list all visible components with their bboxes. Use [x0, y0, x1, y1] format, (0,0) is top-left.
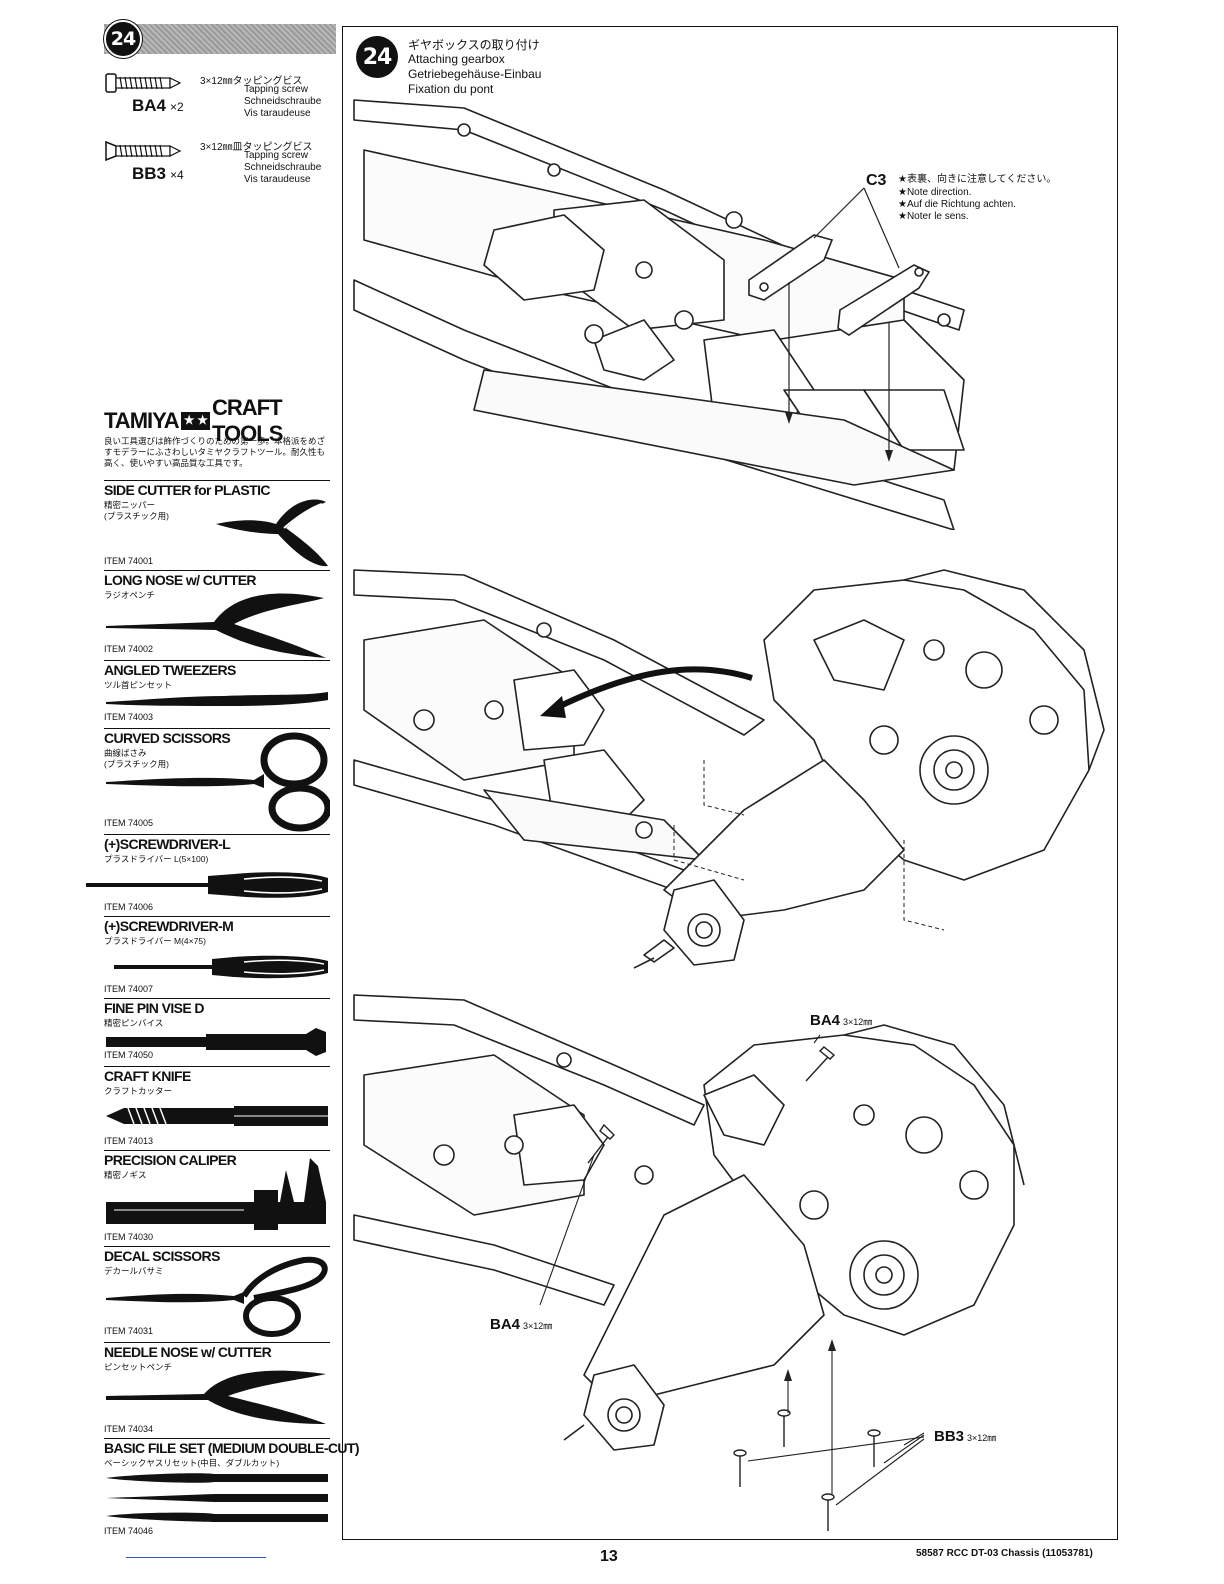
tool-name: NEEDLE NOSE w/ CUTTER [104, 1344, 272, 1360]
part-code: BB3×4 [132, 164, 184, 183]
instruction-panel [342, 26, 1118, 1540]
step-number-badge-main: 24 [356, 36, 398, 78]
note-jp: ★表裏、向きに注意してください。 [898, 174, 1057, 185]
tool-jp-name: ベーシックヤスリセット(中目、ダブルカット) [104, 1458, 280, 1468]
tool-pin-vise: FINE PIN VISE D 精密ピンバイス ITEM 74050 [104, 998, 330, 1066]
part-code: BA4×2 [132, 96, 184, 115]
tool-jp-name: プラスドライバー L(5×100) [104, 854, 209, 864]
step-title-de: Getriebegehäuse-Einbau [408, 67, 542, 81]
tool-item-number: ITEM 74006 [104, 902, 154, 912]
tool-item-number: ITEM 74031 [104, 1326, 154, 1336]
tool-jp-name: ツル首ピンセット [104, 680, 173, 690]
tool-name: PRECISION CALIPER [104, 1152, 237, 1168]
tool-item-number: ITEM 74050 [104, 1050, 154, 1060]
craft-knife-icon [106, 1106, 328, 1126]
gearbox-insert-illustration [353, 569, 1105, 969]
c3-label: C3 [866, 172, 887, 189]
tool-basic-file-set: BASIC FILE SET (MEDIUM DOUBLE-CUT) ベーシック… [104, 1438, 360, 1542]
tool-name: BASIC FILE SET (MEDIUM DOUBLE-CUT) [104, 1440, 360, 1456]
tool-jp-name: ラジオペンチ [104, 590, 155, 600]
chassis-c3-illustration [353, 99, 965, 530]
tweezers-icon [106, 692, 328, 706]
tool-screwdriver-m: (+)SCREWDRIVER-M プラスドライバー M(4×75) ITEM 7… [104, 916, 330, 998]
file-set-icon [106, 1473, 328, 1522]
note-en: ★Note direction. [898, 187, 972, 198]
tamiya-craft-tools-logo: TAMIYACRAFT TOOLS [104, 395, 330, 446]
step-title-en: Attaching gearbox [408, 52, 505, 66]
tool-item-number: ITEM 74003 [104, 712, 154, 722]
step-title-fr: Fixation du pont [408, 82, 494, 96]
pan-head-screw-icon [105, 73, 182, 93]
tool-name: FINE PIN VISE D [104, 1000, 205, 1016]
tool-craft-knife: CRAFT KNIFE クラフトカッター ITEM 74013 [104, 1066, 330, 1150]
tool-name: (+)SCREWDRIVER-L [104, 836, 231, 852]
page-number: 13 [600, 1548, 618, 1565]
long-nose-pliers-icon [106, 593, 326, 658]
note-fr: ★Noter le sens. [898, 211, 969, 222]
side-cutter-icon [216, 499, 328, 567]
tool-needle-nose: NEEDLE NOSE w/ CUTTER ピンセットペンチ ITEM 7403… [104, 1342, 330, 1438]
needle-nose-pliers-icon [106, 1370, 326, 1424]
tool-jp-name: ピンセットペンチ [104, 1362, 173, 1372]
tool-side-cutter: SIDE CUTTER for PLASTIC 精密ニッパー (プラスチック用)… [104, 480, 330, 570]
tool-item-number: ITEM 74046 [104, 1526, 154, 1536]
document-id: 58587 RCC DT-03 Chassis (11053781) [916, 1548, 1093, 1559]
part-size: 3×12㎜皿タッピングビス [200, 142, 313, 153]
step-number-badge: 24 [104, 20, 142, 58]
step-header-bar [104, 24, 336, 54]
tool-precision-caliper: PRECISION CALIPER 精密ノギス ITEM 74030 [104, 1150, 330, 1246]
tool-item-number: ITEM 74034 [104, 1424, 154, 1434]
tool-item-number: ITEM 74005 [104, 818, 154, 828]
tool-name: (+)SCREWDRIVER-M [104, 918, 234, 934]
tool-name: SIDE CUTTER for PLASTIC [104, 482, 270, 498]
screwdriver-large-icon [86, 872, 328, 898]
tool-jp-name: デカールバサミ [104, 1266, 164, 1276]
tool-name: DECAL SCISSORS [104, 1248, 220, 1264]
tool-decal-scissors: DECAL SCISSORS デカールバサミ ITEM 74031 [104, 1246, 330, 1342]
tool-name: CURVED SCISSORS [104, 730, 231, 746]
tool-angled-tweezers: ANGLED TWEEZERS ツル首ピンセット ITEM 74003 [104, 660, 330, 728]
tool-name: ANGLED TWEEZERS [104, 662, 236, 678]
tool-jp-name: 精密ノギス [104, 1170, 147, 1180]
footer-link-line [126, 1557, 266, 1558]
tool-jp-name: 精密ピンバイス [104, 1018, 164, 1028]
decal-scissors-icon [106, 1256, 328, 1337]
tool-item-number: ITEM 74001 [104, 556, 154, 566]
tool-item-number: ITEM 74013 [104, 1136, 154, 1146]
note-de: ★Auf die Richtung achten. [898, 199, 1016, 210]
tool-item-number: ITEM 74007 [104, 984, 154, 994]
pin-vise-icon [106, 1028, 326, 1056]
tool-jp-name: 曲線ばさみ (プラスチック用) [104, 748, 169, 769]
tool-name: CRAFT KNIFE [104, 1068, 191, 1084]
tool-screwdriver-l: (+)SCREWDRIVER-L プラスドライバー L(5×100) ITEM … [86, 834, 330, 916]
tool-jp-name: 精密ニッパー (プラスチック用) [104, 500, 169, 521]
tool-long-nose: LONG NOSE w/ CUTTER ラジオペンチ ITEM 74002 [104, 570, 330, 660]
tool-jp-name: プラスドライバー M(4×75) [104, 936, 206, 946]
screwdriver-medium-icon [114, 955, 328, 979]
brand-tagline: 良い工具選びは飾作づくりのための第一歩。本格派をめざすモデラーにふさわしいタミヤ… [104, 436, 326, 468]
gearbox-fasten-illustration [353, 994, 1025, 1531]
tool-item-number: ITEM 74030 [104, 1232, 154, 1242]
tamiya-star-flag-icon [180, 412, 210, 430]
tool-name: LONG NOSE w/ CUTTER [104, 572, 257, 588]
scissors-icon [106, 732, 330, 832]
countersunk-screw-icon [105, 140, 182, 162]
step-title-jp: ギヤボックスの取り付け [408, 38, 540, 52]
caliper-icon [106, 1158, 326, 1230]
tool-item-number: ITEM 74002 [104, 644, 154, 654]
tool-jp-name: クラフトカッター [104, 1086, 173, 1096]
part-size: 3×12㎜タッピングビス [200, 76, 303, 87]
tool-curved-scissors: CURVED SCISSORS 曲線ばさみ (プラスチック用) ITEM 740… [104, 728, 330, 834]
